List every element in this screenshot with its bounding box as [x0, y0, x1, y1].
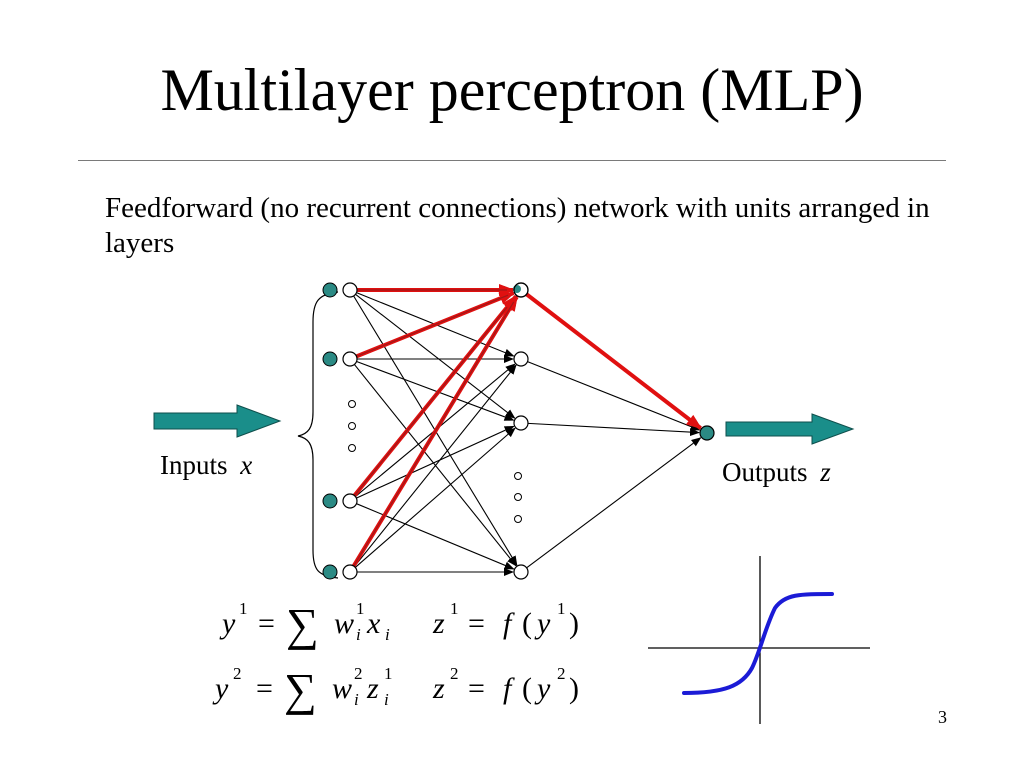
eq2-close: )	[569, 607, 579, 640]
eq3-z: z	[366, 672, 379, 705]
eq4-equals: =	[468, 672, 485, 705]
input-node-filled-2	[322, 351, 338, 367]
highlight-edge-hid1-out	[525, 292, 703, 430]
input-node-2	[342, 351, 358, 367]
eq3-lhs-sup: 2	[233, 664, 242, 683]
edge-in3-hid4	[356, 503, 515, 570]
input-ellipsis-dot-2	[348, 422, 356, 430]
eq2-lhs-sup: 1	[450, 599, 459, 618]
eq1-equals: =	[258, 607, 275, 640]
hidden-ellipsis-dot-3	[514, 515, 522, 523]
edge-hid2-out	[527, 361, 701, 431]
eq4-open: (	[522, 672, 532, 705]
eq4-close: )	[569, 672, 579, 705]
outputs-label: Outputs z	[722, 457, 831, 487]
edge-hid4-out	[526, 437, 702, 569]
eq1-w: w	[334, 607, 354, 640]
hidden-node-2	[513, 351, 529, 367]
eq3-z-sub: i	[384, 690, 389, 709]
eq3-equals: =	[256, 672, 273, 705]
highlight-edge-core-in3	[353, 300, 513, 496]
eq1-x-sub: i	[385, 625, 390, 644]
hidden-node-3	[513, 415, 529, 431]
eq2-equals: =	[468, 607, 485, 640]
eq1-w-sup: 1	[356, 599, 365, 618]
eq3-lhs: y	[212, 672, 229, 705]
edge-in3-hid3	[356, 425, 515, 499]
eq1-sum: ∑	[286, 599, 319, 650]
slide-title: Multilayer perceptron (MLP)	[160, 57, 864, 123]
edge-in2-hid3	[356, 360, 515, 421]
inputs-variable: x	[239, 450, 252, 480]
eq2-open: (	[522, 607, 532, 640]
highlight-edge-core-in4	[353, 301, 515, 567]
input-brace	[297, 291, 339, 579]
input-node-filled-3	[322, 493, 338, 509]
title-divider	[78, 160, 946, 161]
edge-in4-hid2	[353, 364, 517, 567]
eq2-arg-sup: 1	[557, 599, 566, 618]
eq2-f: f	[503, 607, 515, 640]
eq3-w-sup: 2	[354, 664, 363, 683]
highlight-edge-core-in2	[356, 294, 509, 357]
outputs-variable: z	[819, 457, 831, 487]
eq1-lhs-sup: 1	[239, 599, 248, 618]
eq4-lhs-sup: 2	[450, 664, 459, 683]
input-node-4	[342, 564, 358, 580]
edge-in1-hid3	[355, 293, 516, 419]
network-nodes	[322, 282, 715, 580]
edge-hid3-out	[527, 422, 701, 437]
eq2-arg: y	[534, 607, 551, 640]
hidden-node-4	[513, 564, 529, 580]
edge-in4-hid3	[354, 427, 516, 568]
eq1-lhs: y	[219, 607, 236, 640]
eq3-w: w	[332, 672, 352, 705]
hidden-ellipsis-dot-1	[514, 472, 522, 480]
eq4-f: f	[503, 672, 515, 705]
input-ellipsis-dot-3	[348, 444, 356, 452]
eq4-lhs: z	[432, 672, 445, 705]
output-arrow-icon	[725, 413, 855, 445]
input-node-filled-1	[322, 282, 338, 298]
inputs-label: Inputs x	[160, 450, 252, 480]
input-node-filled-4	[322, 564, 338, 580]
sigmoid-curve	[682, 592, 834, 695]
eq4-arg-sup: 2	[557, 664, 566, 683]
eq2-lhs: z	[432, 607, 445, 640]
eq3-w-sub: i	[354, 690, 359, 709]
hidden-node-1-outline	[513, 282, 529, 298]
eq1-x: x	[366, 607, 381, 640]
page-number: 3	[938, 707, 947, 727]
equation-z2: z 2 = f ( y 2 )	[432, 664, 579, 705]
eq4-arg: y	[534, 672, 551, 705]
input-node-1	[342, 282, 358, 298]
equation-z1: z 1 = f ( y 1 )	[432, 599, 579, 640]
hidden-ellipsis-dot-2	[514, 493, 522, 501]
equation-y2: y 2 = ∑ w 2 i z 1 i	[212, 664, 393, 715]
eq1-w-sub: i	[356, 625, 361, 644]
equation-y1: y 1 = ∑ w 1 i x i	[219, 599, 390, 650]
input-node-3	[342, 493, 358, 509]
outputs-label-text: Outputs	[722, 457, 808, 487]
input-arrow-icon	[153, 404, 282, 438]
input-ellipsis-dot-1	[348, 400, 356, 408]
body-text: Feedforward (no recurrent connections) n…	[105, 192, 930, 259]
output-node	[699, 425, 715, 441]
highlighted-path	[351, 284, 703, 568]
eq3-sum: ∑	[284, 664, 317, 715]
inputs-label-text: Inputs	[160, 450, 228, 480]
sigmoid-plot	[648, 556, 870, 724]
eq3-z-sup: 1	[384, 664, 393, 683]
